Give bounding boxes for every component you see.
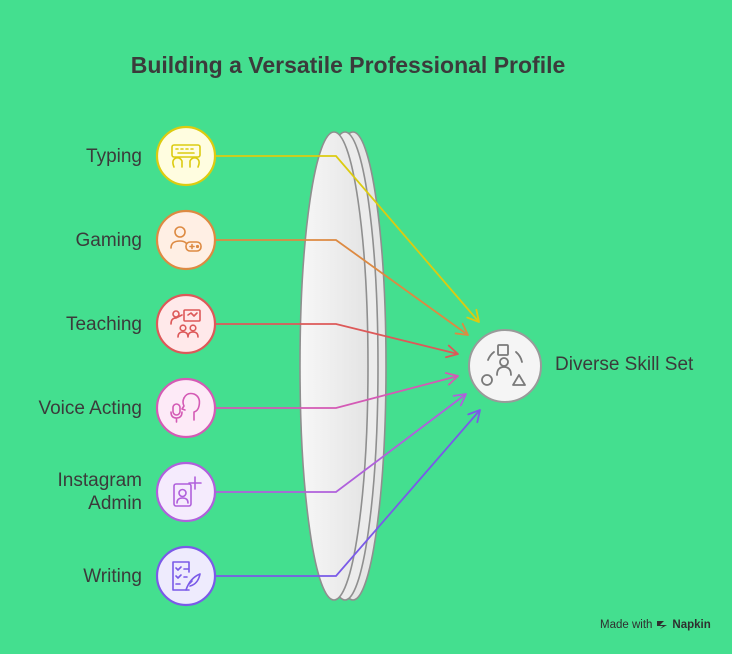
teacher-whiteboard-icon: [170, 309, 201, 338]
arrowhead: [444, 372, 459, 386]
target-node: [468, 329, 542, 403]
input-node: [155, 377, 217, 439]
user-add-profile-icon: [173, 476, 202, 507]
input-label: Teaching: [65, 313, 142, 335]
input-node: [155, 545, 217, 607]
connector-line: [215, 409, 481, 577]
made-with-text: Made with: [600, 619, 653, 631]
microphone-voice-icon: [170, 392, 201, 423]
connector-line: [215, 155, 480, 323]
connector-line: [215, 323, 459, 355]
checklist-quill-icon: [172, 561, 201, 591]
input-node: [155, 209, 217, 271]
connector-lines: [215, 155, 481, 577]
arrowhead: [454, 322, 469, 336]
arrowhead: [452, 393, 467, 407]
connector-line: [215, 239, 469, 336]
input-node: [155, 461, 217, 523]
connector-line: [215, 393, 467, 493]
input-label: Voice Acting: [38, 397, 142, 419]
arrowhead: [444, 344, 459, 359]
arrowhead: [467, 409, 481, 424]
arrowhead: [466, 308, 480, 323]
target-label: Diverse Skill Set: [555, 354, 694, 375]
napkin-logo-icon: [657, 621, 668, 629]
lens-shape: [299, 131, 387, 601]
connector-line: [215, 375, 459, 409]
input-label: Writing: [83, 565, 142, 587]
input-node: [155, 125, 217, 187]
input-nodes: [155, 125, 217, 607]
made-with-napkin: Made with Napkin: [600, 619, 711, 631]
gamer-controller-icon: [170, 226, 202, 252]
shapes-person-icon: [481, 344, 526, 386]
napkin-brand: Napkin: [672, 619, 711, 631]
input-label: Typing: [86, 145, 142, 167]
keyboard-hands-icon: [171, 144, 201, 168]
input-label: Instagram Admin: [57, 470, 142, 514]
input-label: Gaming: [75, 229, 142, 251]
input-node: [155, 293, 217, 355]
page-title: Building a Versatile Professional Profil…: [130, 52, 566, 78]
